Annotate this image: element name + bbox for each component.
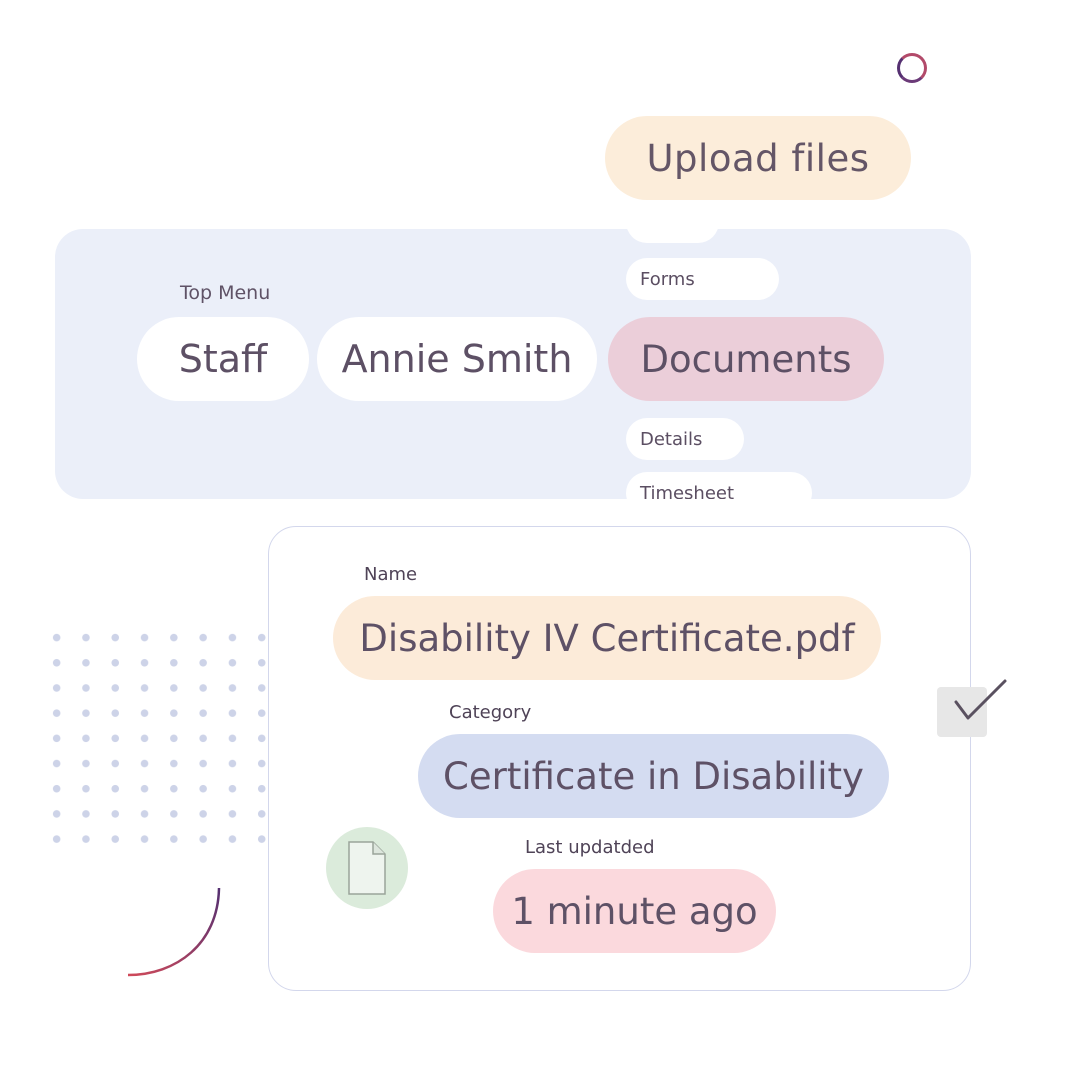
- name-value[interactable]: Disability IV Certificate.pdf: [333, 596, 881, 680]
- arc-decoration: [127, 887, 221, 977]
- breadcrumb-documents[interactable]: Documents: [608, 317, 884, 401]
- category-value[interactable]: Certificate in Disability: [418, 734, 889, 818]
- submenu-item-timesheet[interactable]: Timesheet: [626, 472, 812, 499]
- submenu-item-details[interactable]: Details: [626, 418, 744, 460]
- document-details-card: Name Disability IV Certificate.pdf Categ…: [268, 526, 971, 991]
- last-updated-label: Last updatded: [525, 837, 655, 858]
- ring-decoration: [897, 53, 927, 83]
- file-icon-badge: [326, 827, 408, 909]
- submenu-item-forms[interactable]: Forms: [626, 258, 779, 300]
- category-label: Category: [449, 702, 532, 723]
- submenu-item-hidden[interactable]: [626, 229, 719, 243]
- plus-decoration: [191, 605, 241, 655]
- name-label: Name: [364, 564, 418, 585]
- top-menu-title: Top Menu: [180, 282, 271, 304]
- upload-files-button[interactable]: Upload files: [605, 116, 911, 200]
- breadcrumb-annie-smith[interactable]: Annie Smith: [317, 317, 597, 401]
- top-menu-panel: Forms Top Menu Staff Annie Smith Documen…: [55, 229, 971, 499]
- breadcrumb-staff[interactable]: Staff: [137, 317, 309, 401]
- checkmark-icon: [954, 679, 1007, 720]
- file-icon: [348, 841, 386, 895]
- last-updated-value: 1 minute ago: [493, 869, 776, 953]
